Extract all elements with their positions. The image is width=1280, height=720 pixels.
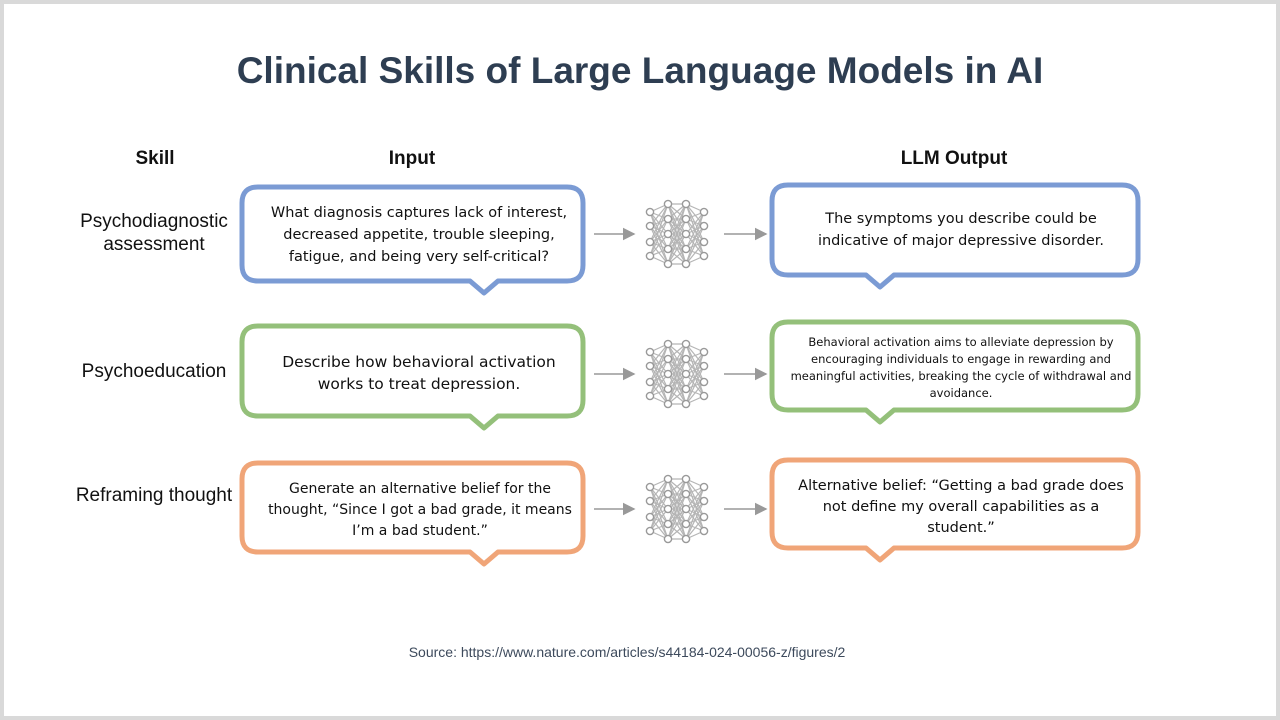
skill-label-psychoeducation: Psychoeducation bbox=[81, 361, 227, 382]
output-bubble bbox=[769, 457, 1141, 563]
neural-network-icon bbox=[645, 474, 709, 544]
header-input: Input bbox=[388, 148, 436, 169]
input-bubble bbox=[239, 323, 586, 431]
input-bubble bbox=[239, 184, 586, 296]
output-text-psychoeducation: Behavioral activation aims to alleviate … bbox=[790, 335, 1132, 400]
diagram-shapes bbox=[239, 182, 1141, 567]
output-bubble bbox=[769, 182, 1141, 290]
input-text-psychoeducation: Describe how behavioral activation works… bbox=[282, 353, 556, 393]
slide: Clinical Skills of Large Language Models… bbox=[4, 4, 1276, 716]
skill-label-psychodiagnostic: Psychodiagnostic assessment bbox=[80, 211, 228, 255]
source-citation: Source: https://www.nature.com/articles/… bbox=[408, 644, 846, 660]
neural-network-icon bbox=[645, 339, 709, 409]
input-bubble bbox=[239, 460, 586, 567]
output-text-psychodiagnostic: The symptoms you describe could be indic… bbox=[817, 211, 1105, 249]
output-text-reframing: Alternative belief: “Getting a bad grade… bbox=[798, 477, 1124, 536]
input-text-psychodiagnostic: What diagnosis captures lack of interest… bbox=[270, 205, 568, 265]
header-llm-output: LLM Output bbox=[900, 148, 1008, 169]
neural-network-icon bbox=[645, 199, 709, 269]
skill-label-reframing: Reframing thought bbox=[75, 485, 233, 506]
slide-title: Clinical Skills of Large Language Models… bbox=[236, 50, 1044, 91]
header-skill: Skill bbox=[135, 148, 175, 169]
input-text-reframing: Generate an alternative belief for the t… bbox=[268, 480, 572, 539]
output-bubble bbox=[769, 319, 1141, 425]
